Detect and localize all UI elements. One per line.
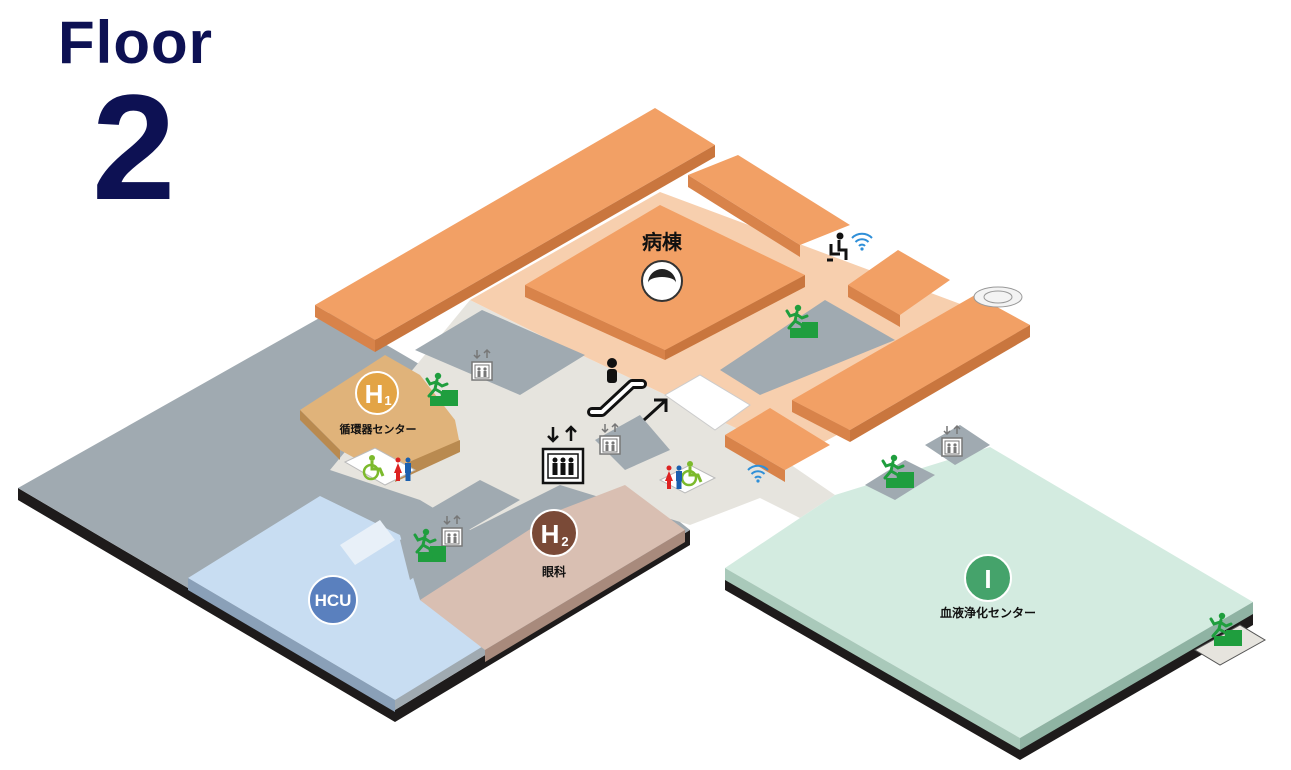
h1-badge-number: 1 <box>384 393 391 408</box>
inner-gray-blocks <box>400 300 895 580</box>
ward-blocks <box>315 108 1030 482</box>
eye-clinic-label: 眼科 <box>542 564 566 579</box>
floor-title: Floor <box>58 9 213 76</box>
heart-center-label: 循環器センター <box>340 422 417 436</box>
hcu-badge[interactable]: HCU <box>308 575 358 625</box>
hcu-badge-text: HCU <box>315 591 352 610</box>
h2-badge-letter: H <box>541 519 560 549</box>
dialysis-center-label: 血液浄化センター <box>940 605 1036 620</box>
h2-badge-number: 2 <box>561 534 568 549</box>
heart-center-area <box>300 355 460 482</box>
dialysis-badge-letter: I <box>984 564 991 594</box>
eye-clinic-area <box>420 485 685 662</box>
restroom-area <box>343 447 717 494</box>
h1-badge-letter: H <box>365 379 384 409</box>
floor-number: 2 <box>92 63 176 231</box>
escalator-icon <box>587 358 668 422</box>
heliport-icon <box>973 286 1023 308</box>
wheelchair-rest-icon <box>827 232 848 262</box>
atrium-void <box>664 374 751 431</box>
wifi-icon <box>851 232 873 252</box>
ward-label: 病棟 <box>642 230 683 254</box>
nurse-station-icon <box>641 260 683 302</box>
h1-badge[interactable]: H 1 <box>355 371 399 415</box>
dialysis-badge[interactable]: I <box>964 554 1012 602</box>
h2-badge[interactable]: H 2 <box>530 509 578 557</box>
main-elevator-icon <box>541 425 585 485</box>
